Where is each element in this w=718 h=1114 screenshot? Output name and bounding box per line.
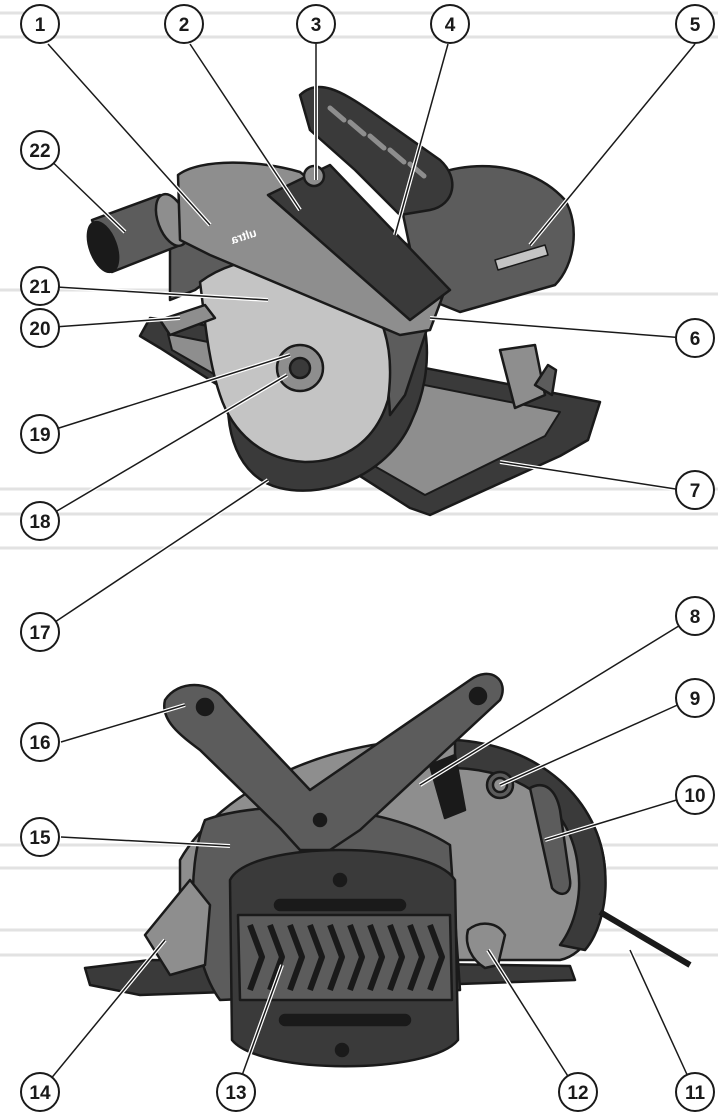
- callout-14: 14: [20, 1072, 60, 1112]
- callout-circle: [675, 470, 715, 510]
- depth-lever: [158, 303, 217, 337]
- callout-1: 1: [20, 4, 60, 44]
- handle-rivet-1: [195, 697, 215, 717]
- bevel-bracket: [498, 343, 547, 410]
- callout-5: 5: [675, 4, 715, 44]
- callout-circle: [20, 501, 60, 541]
- side-handle: [162, 672, 504, 852]
- callout-7: 7: [675, 470, 715, 510]
- callout-circle: [675, 1072, 715, 1112]
- callout-circle: [164, 4, 204, 44]
- front-bevel-bracket: [143, 878, 212, 977]
- callout-13: 13: [216, 1072, 256, 1112]
- callout-circle: [20, 722, 60, 762]
- callout-circle: [675, 318, 715, 358]
- callout-8: 8: [675, 596, 715, 636]
- callout-label: 13: [225, 1083, 246, 1104]
- callout-4: 4: [430, 4, 470, 44]
- callout-label: 15: [29, 828, 51, 849]
- callout-label: 10: [684, 786, 705, 807]
- clamp-knob: [465, 922, 507, 970]
- callout-16: 16: [20, 722, 60, 762]
- callout-label: 9: [690, 689, 701, 710]
- callout-label: 22: [29, 141, 50, 162]
- callout-9: 9: [675, 678, 715, 718]
- callout-circle: [20, 130, 60, 170]
- endcap-screw-bottom: [334, 1042, 350, 1058]
- callout-label: 12: [567, 1083, 588, 1104]
- callout-label: 11: [685, 1083, 706, 1104]
- callout-circle: [675, 678, 715, 718]
- callout-circle: [675, 775, 715, 815]
- callout-circle: [675, 4, 715, 44]
- callout-circle: [20, 612, 60, 652]
- spindle-lock: [428, 753, 467, 820]
- callout-label: 3: [311, 15, 322, 36]
- callout-circle: [20, 817, 60, 857]
- callout-17: 17: [20, 612, 60, 652]
- callout-19: 19: [20, 414, 60, 454]
- handle-rivet-3: [312, 812, 328, 828]
- callout-circle: [20, 414, 60, 454]
- dust-port-opening: [86, 220, 120, 274]
- callout-label: 1: [35, 15, 46, 36]
- endcap-screw-top: [332, 872, 348, 888]
- callout-label: 21: [29, 277, 51, 298]
- callout-label: 2: [179, 15, 190, 36]
- power-cord: [598, 909, 692, 968]
- callout-label: 6: [690, 329, 701, 350]
- leader-lines: [38, 42, 697, 1094]
- callout-label: 19: [29, 425, 50, 446]
- callout-label: 4: [445, 15, 456, 36]
- callout-circle: [20, 1072, 60, 1112]
- vent-bar-bottom: [278, 1013, 412, 1027]
- callout-6: 6: [675, 318, 715, 358]
- vent-bar-top: [273, 898, 407, 912]
- callout-21: 21: [20, 266, 60, 306]
- callout-circle: [20, 308, 60, 348]
- callout-3: 3: [296, 4, 336, 44]
- handle-grip-ribs: [327, 105, 427, 179]
- callout-circle: [430, 4, 470, 44]
- callout-circle: [216, 1072, 256, 1112]
- callout-12: 12: [558, 1072, 598, 1112]
- callout-circle: [675, 596, 715, 636]
- callout-label: 14: [29, 1083, 51, 1104]
- side-view: [83, 672, 692, 1068]
- callout-10: 10: [675, 775, 715, 815]
- callout-15: 15: [20, 817, 60, 857]
- handle-rivet-2: [468, 686, 488, 706]
- callout-label: 5: [690, 15, 701, 36]
- callout-circle: [20, 266, 60, 306]
- callout-label: 8: [690, 607, 701, 628]
- vent-slats: [247, 923, 445, 992]
- bevel-clamp: [533, 363, 558, 397]
- callout-20: 20: [20, 308, 60, 348]
- callout-11: 11: [675, 1072, 715, 1112]
- callout-circle: [296, 4, 336, 44]
- callout-label: 18: [29, 512, 50, 533]
- callout-label: 20: [29, 319, 50, 340]
- rear-handle: [298, 85, 454, 217]
- callout-circle: [558, 1072, 598, 1112]
- callout-circle: [20, 4, 60, 44]
- callout-22: 22: [20, 130, 60, 170]
- blade-bolt: [288, 356, 312, 380]
- callout-18: 18: [20, 501, 60, 541]
- motor-vent: [494, 244, 549, 271]
- callout-label: 17: [29, 623, 50, 644]
- callout-label: 7: [690, 481, 701, 502]
- callout-2: 2: [164, 4, 204, 44]
- callout-label: 16: [29, 733, 50, 754]
